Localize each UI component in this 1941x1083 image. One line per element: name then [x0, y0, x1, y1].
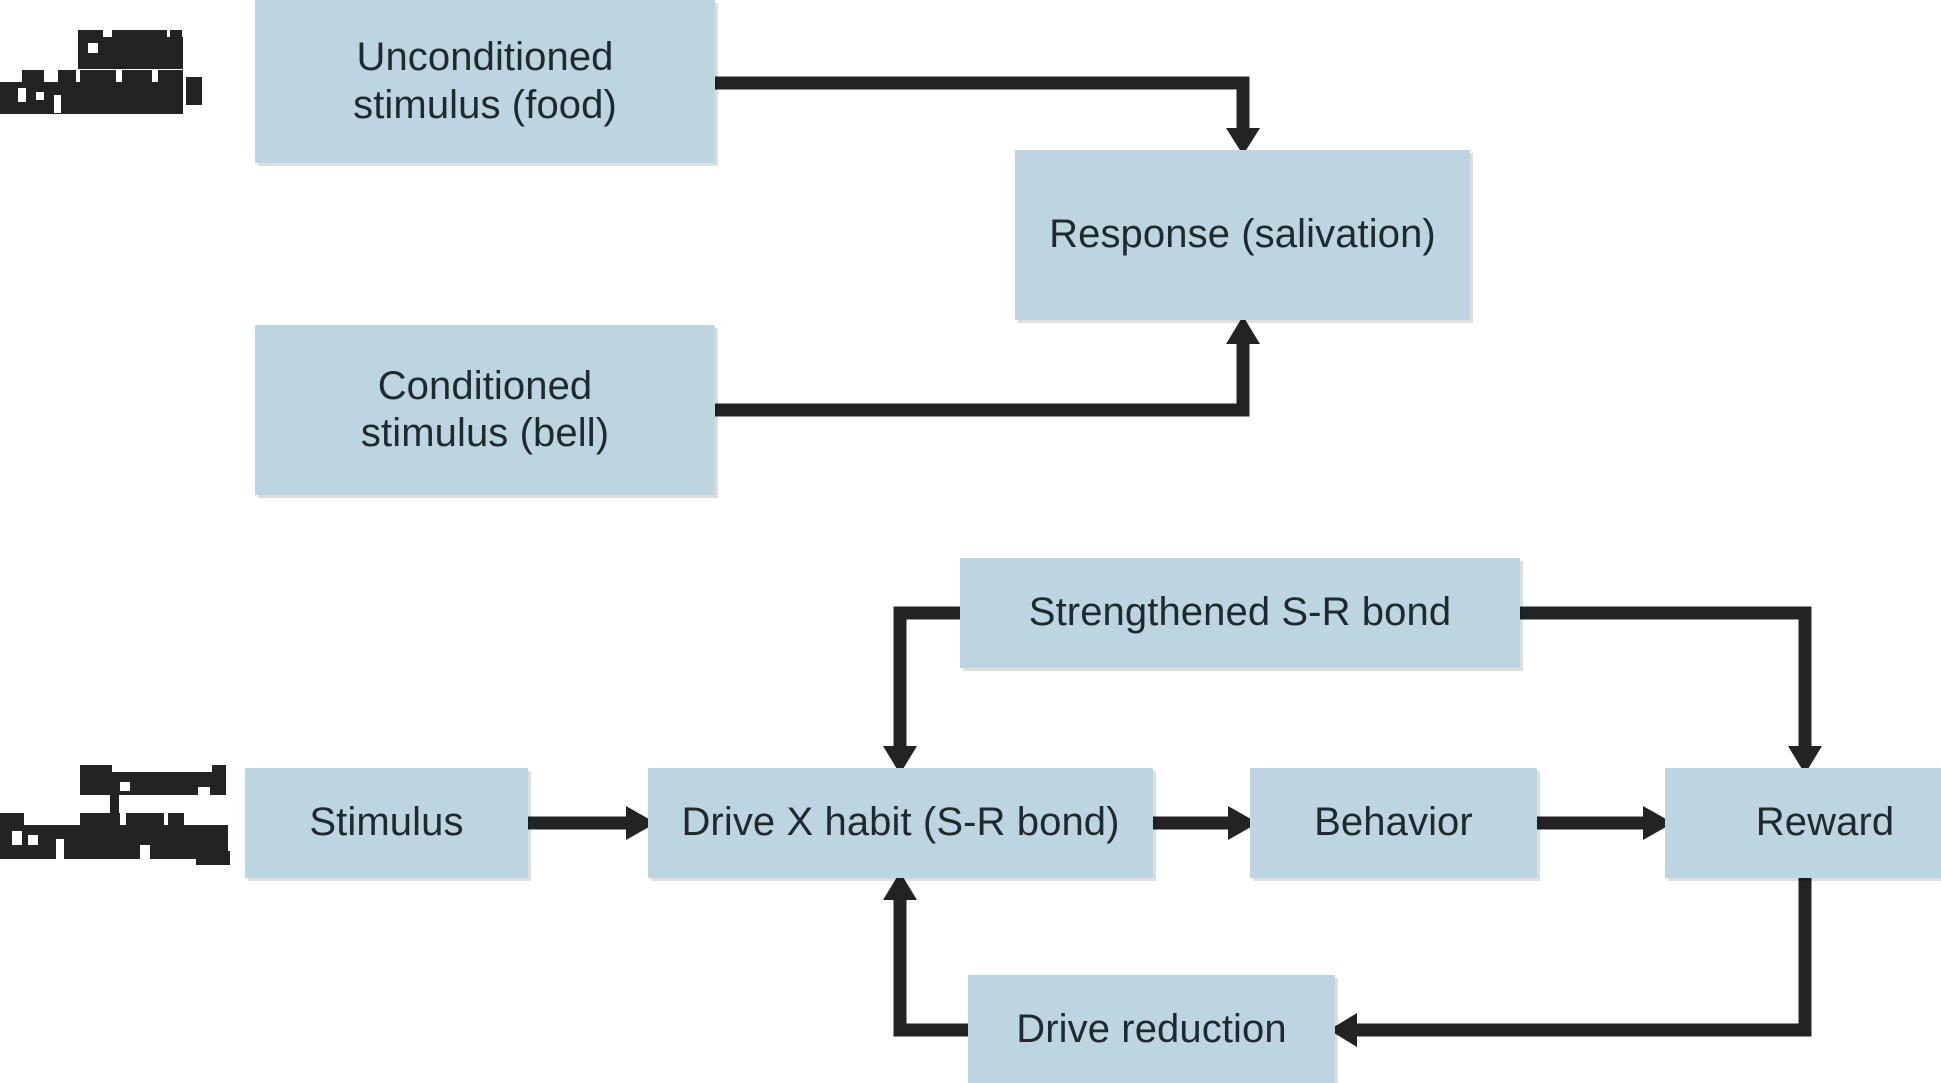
node-drive-reduction-label: Drive reduction: [1016, 1007, 1287, 1052]
node-conditioned-stimulus[interactable]: Conditioned stimulus (bell): [255, 325, 715, 495]
connector-us-to-response: [715, 76, 1250, 142]
node-behavior-label: Behavior: [1314, 800, 1473, 845]
section-label-classical-text: [0, 25, 1, 26]
node-conditioned-stimulus-label: Conditioned stimulus (bell): [360, 363, 610, 455]
connector-drivereduction-to-drive: [893, 886, 968, 1037]
connector-bond-to-reward: [1520, 606, 1812, 760]
section-label-classical: [0, 25, 235, 114]
node-stimulus[interactable]: Stimulus: [245, 768, 528, 878]
node-unconditioned-stimulus-label: Unconditioned stimulus (food): [353, 35, 617, 127]
node-stimulus-label: Stimulus: [309, 800, 464, 845]
node-behavior[interactable]: Behavior: [1250, 768, 1537, 878]
arrowhead-up-response: [1226, 316, 1260, 344]
section-label-operant: [0, 765, 235, 865]
node-reward-label: Reward: [1755, 800, 1895, 845]
node-strengthened-sr-bond[interactable]: Strengthened S-R bond: [960, 558, 1520, 668]
node-unconditioned-stimulus[interactable]: Unconditioned stimulus (food): [255, 0, 715, 163]
section-label-operant-text: [0, 765, 1, 766]
node-drive-x-habit-label: Drive X habit (S-R bond): [681, 800, 1120, 845]
connector-reward-to-drivereduction: [1343, 878, 1812, 1037]
node-drive-reduction[interactable]: Drive reduction: [968, 975, 1335, 1083]
node-response-label: Response (salivation): [1049, 212, 1436, 257]
node-strengthened-sr-bond-label: Strengthened S-R bond: [1028, 590, 1452, 635]
node-response[interactable]: Response (salivation): [1015, 150, 1470, 320]
node-reward[interactable]: Reward: [1665, 768, 1941, 878]
connector-bond-to-drive: [893, 606, 960, 760]
node-drive-x-habit[interactable]: Drive X habit (S-R bond): [648, 768, 1153, 878]
connector-cs-to-response: [715, 330, 1250, 417]
